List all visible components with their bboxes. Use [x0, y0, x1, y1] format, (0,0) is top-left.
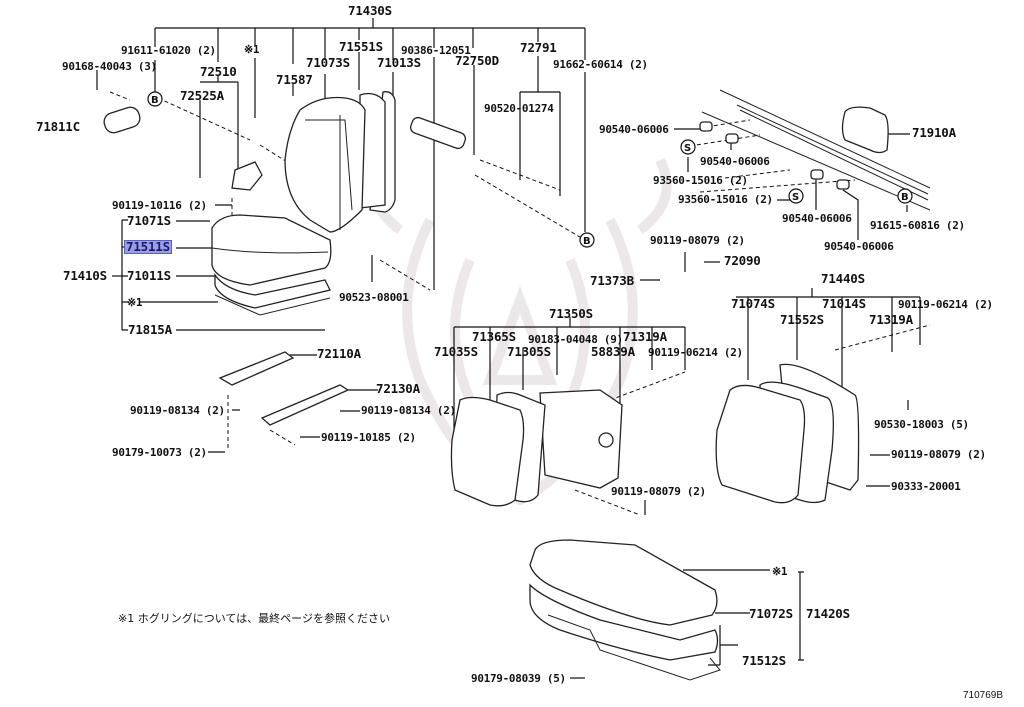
footnote-ref: ※1: [244, 43, 260, 56]
part-label[interactable]: 71440S: [821, 271, 865, 286]
part-label[interactable]: 58839A: [591, 344, 635, 359]
seat-rail-72130A: [260, 384, 350, 426]
part-label[interactable]: 90179-10073 (2): [112, 446, 207, 459]
part-label[interactable]: 90386-12051: [401, 44, 471, 57]
headrest-part: [841, 106, 889, 154]
part-label[interactable]: 90333-20001: [891, 480, 961, 493]
part-label[interactable]: 71011S: [127, 268, 171, 283]
part-label[interactable]: 90119-08134 (2): [130, 404, 225, 417]
part-label[interactable]: 71073S: [306, 55, 350, 70]
part-label[interactable]: 90540-06006: [824, 240, 894, 253]
seat-rail-72110A: [218, 351, 295, 386]
part-label[interactable]: 91611-61020 (2): [121, 44, 216, 57]
part-label[interactable]: 71305S: [507, 344, 551, 359]
part-label[interactable]: 90168-40043 (3): [62, 60, 157, 73]
part-label[interactable]: 71365S: [472, 329, 516, 344]
part-label[interactable]: 71551S: [339, 39, 383, 54]
part-label[interactable]: 71373B: [590, 273, 634, 288]
stud-ref-marker: S: [684, 143, 691, 154]
part-label[interactable]: 91662-60614 (2): [553, 58, 648, 71]
part-label[interactable]: 90119-08079 (2): [650, 234, 745, 247]
part-label[interactable]: 71811C: [36, 119, 80, 134]
part-label[interactable]: 90540-06006: [782, 212, 852, 225]
part-label[interactable]: 90530-18003 (5): [874, 418, 969, 431]
part-label[interactable]: 90540-06006: [599, 123, 669, 136]
part-label[interactable]: 90523-08001: [339, 291, 409, 304]
footnote-ref: ※1: [127, 296, 143, 309]
footnote-ref: ※1: [772, 565, 788, 578]
clip-parts: [699, 121, 850, 190]
part-label[interactable]: 90520-01274: [484, 102, 554, 115]
part-label[interactable]: 90119-06214 (2): [648, 346, 743, 359]
part-label[interactable]: 90119-10185 (2): [321, 431, 416, 444]
part-label[interactable]: 71815A: [128, 322, 172, 337]
part-label[interactable]: 90183-04048 (9): [528, 333, 623, 346]
part-label[interactable]: 71350S: [549, 306, 593, 321]
bench-cushion: [529, 539, 721, 681]
part-label[interactable]: 72110A: [317, 346, 361, 361]
part-label[interactable]: 71013S: [377, 55, 421, 70]
figure-number: 710769B: [963, 690, 1004, 701]
part-label[interactable]: 90119-08079 (2): [611, 485, 706, 498]
part-label[interactable]: 71072S: [749, 606, 793, 621]
front-seat-back: [284, 91, 396, 233]
part-label[interactable]: 71074S: [731, 296, 775, 311]
roof-rail: [701, 89, 931, 211]
part-label[interactable]: 91615-60816 (2): [870, 219, 965, 232]
part-label[interactable]: 90119-08079 (2): [891, 448, 986, 461]
part-label[interactable]: 72525A: [180, 88, 224, 103]
part-label[interactable]: 71910A: [912, 125, 956, 140]
part-label[interactable]: 71512S: [742, 653, 786, 668]
part-label[interactable]: 71552S: [780, 312, 824, 327]
part-label[interactable]: 90119-08134 (2): [361, 404, 456, 417]
part-label[interactable]: 71587: [276, 72, 313, 87]
bolt-ref-marker: B: [901, 192, 909, 203]
ref-markers: B B B S S: [147, 91, 913, 248]
part-label-highlighted[interactable]: 71511S: [124, 239, 172, 254]
part-label[interactable]: 71035S: [434, 344, 478, 359]
part-label[interactable]: 90119-06214 (2): [898, 298, 993, 311]
part-label[interactable]: 71319A: [869, 312, 913, 327]
front-seat-cushion: [211, 214, 332, 316]
part-label[interactable]: 72750D: [455, 53, 499, 68]
part-label[interactable]: 72791: [520, 40, 557, 55]
part-label[interactable]: 71410S: [63, 268, 107, 283]
part-label[interactable]: 71319A: [623, 329, 667, 344]
bolt-ref-marker: B: [151, 95, 159, 106]
stud-ref-marker: S: [792, 192, 799, 203]
footnote-text: ※1 ホグリングについては、最終ページを参照ください: [118, 612, 390, 625]
part-label[interactable]: 72090: [724, 253, 761, 268]
part-label[interactable]: 71420S: [806, 606, 850, 621]
belt-anchor: [409, 116, 467, 150]
lever-71811C: [103, 106, 141, 134]
part-label[interactable]: 93560-15016 (2): [678, 193, 773, 206]
part-label[interactable]: 72130A: [376, 381, 420, 396]
part-label[interactable]: 90119-10116 (2): [112, 199, 207, 212]
part-label[interactable]: 71430S: [348, 3, 392, 18]
rear-seat-back: [715, 363, 860, 504]
part-label[interactable]: 93560-15016 (2): [653, 174, 748, 187]
part-label[interactable]: 90540-06006: [700, 155, 770, 168]
part-label[interactable]: 90179-08039 (5): [471, 672, 566, 685]
recliner-hinge: [231, 161, 263, 191]
part-label[interactable]: 71071S: [127, 213, 171, 228]
part-label[interactable]: 71014S: [822, 296, 866, 311]
middle-seat-back: [450, 389, 623, 507]
bolt-ref-marker: B: [583, 236, 591, 247]
part-label[interactable]: 72510: [200, 64, 237, 79]
